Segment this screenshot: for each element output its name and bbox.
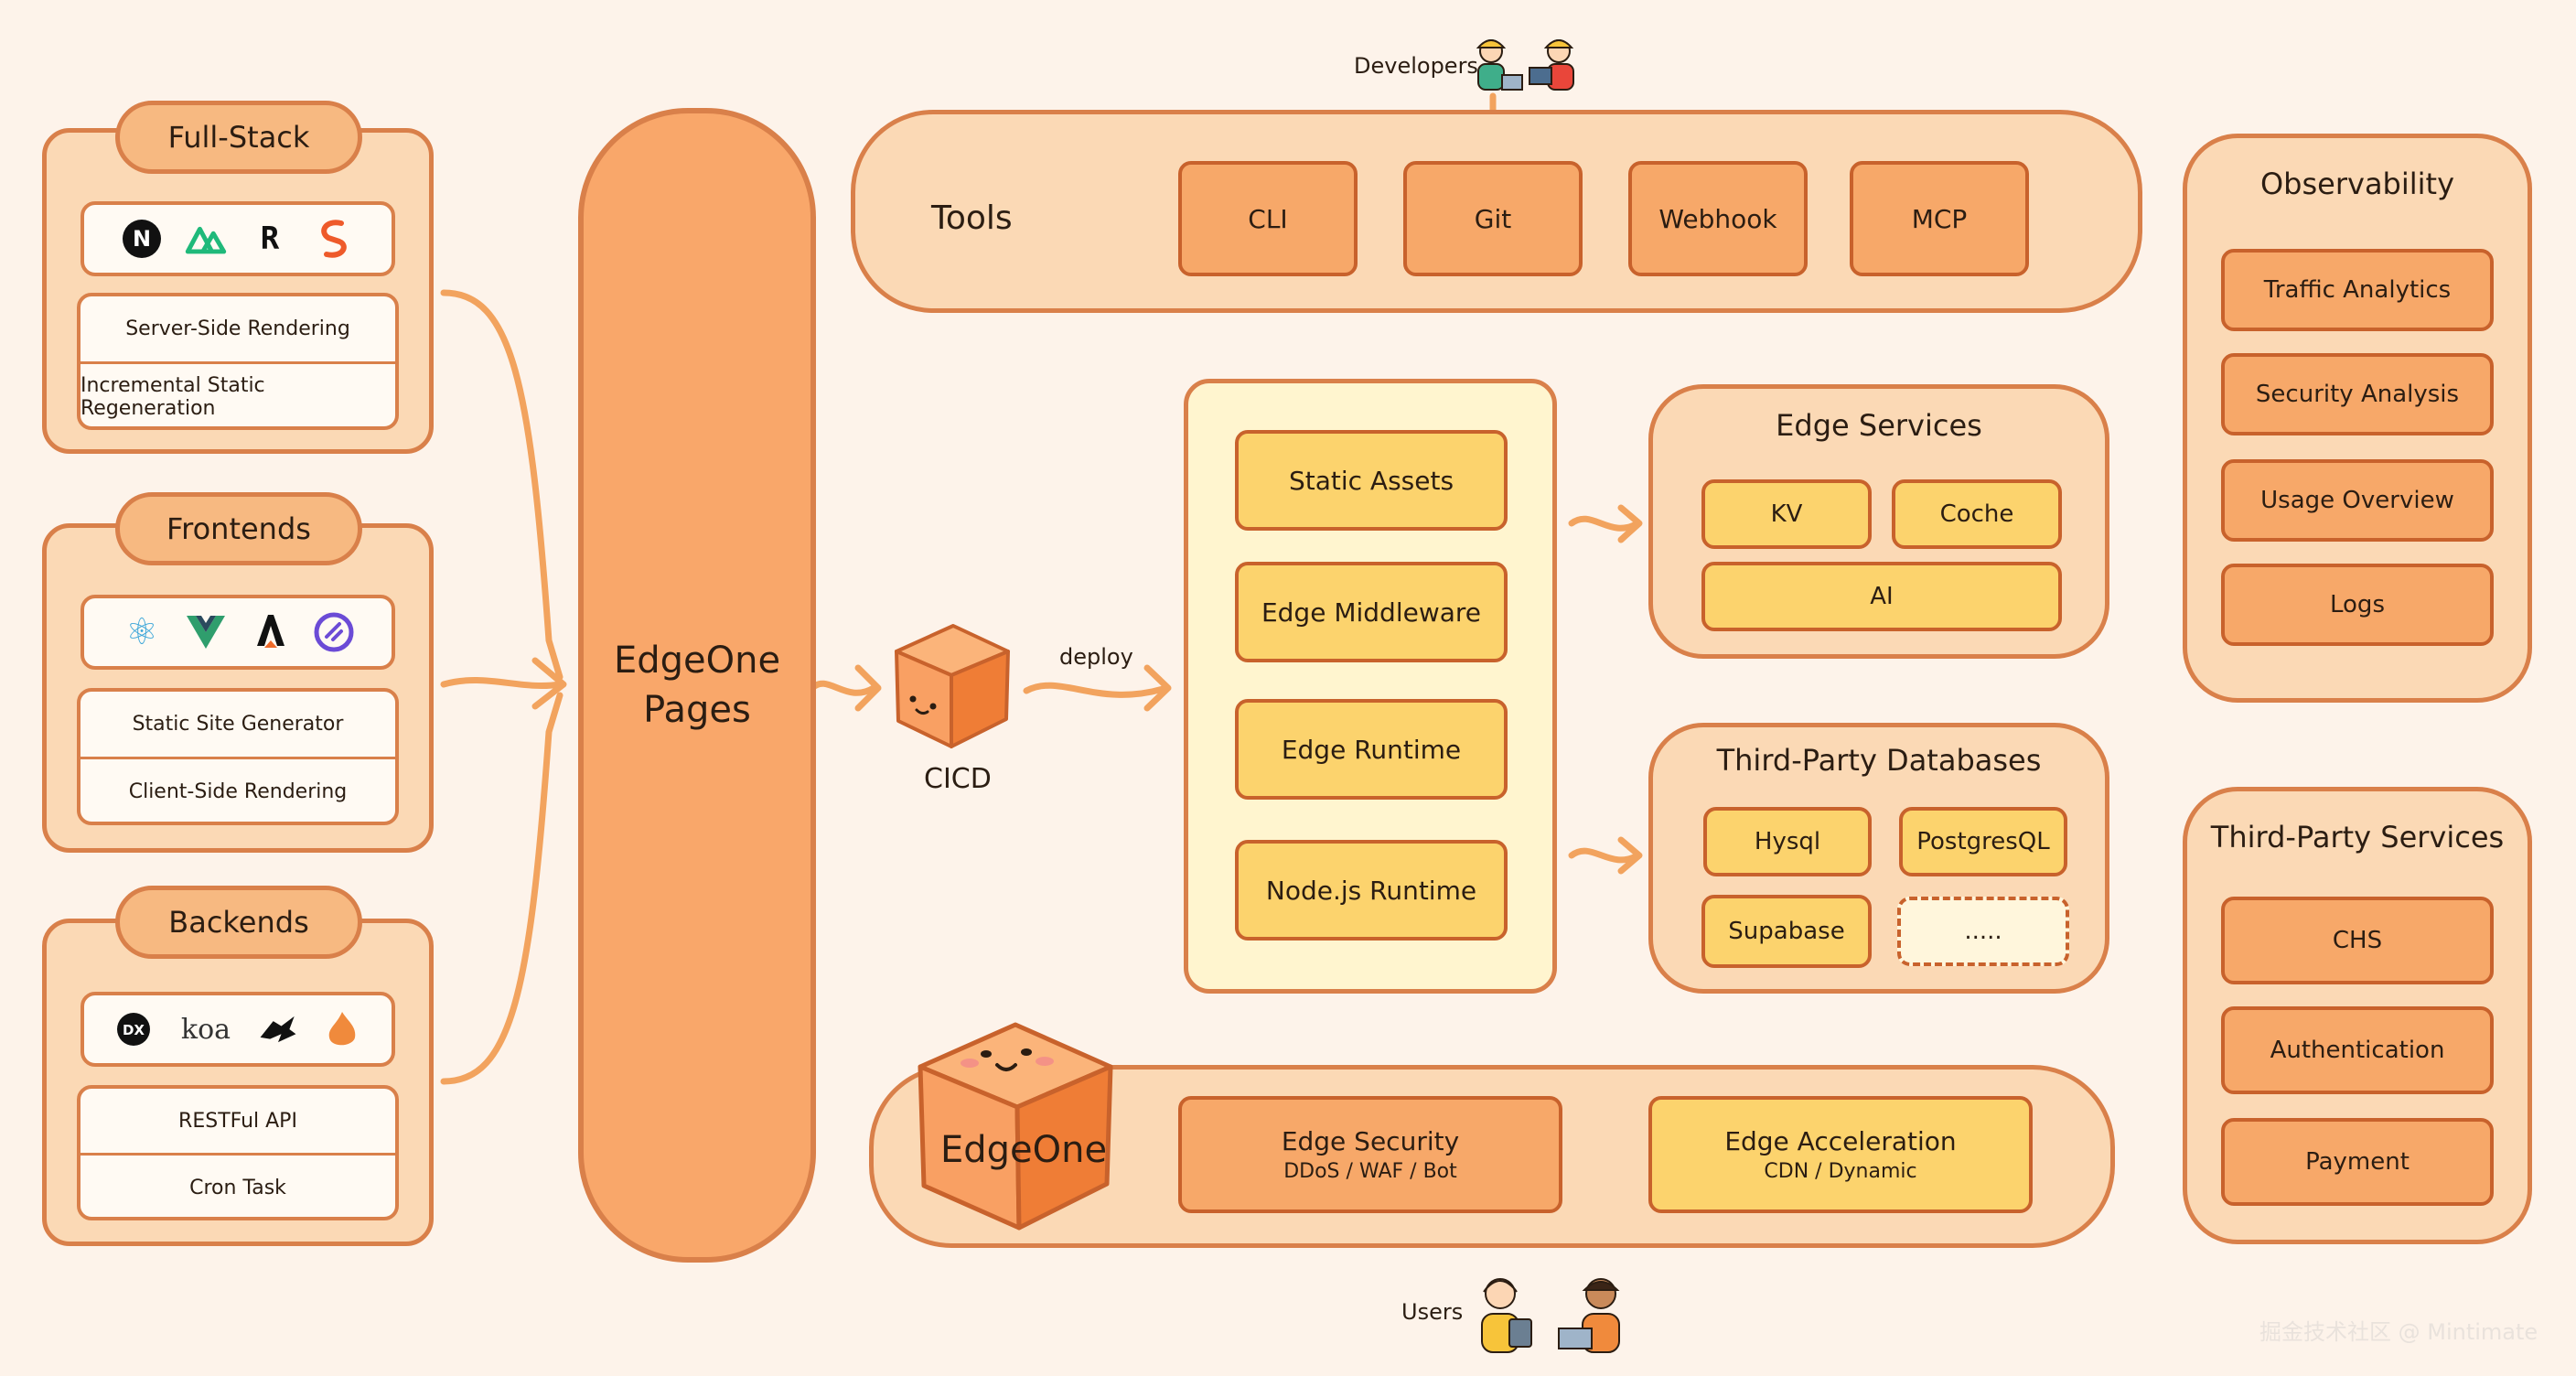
traffic-analytics-box: Traffic Analytics — [2221, 249, 2494, 331]
static-assets-box: Static Assets — [1235, 430, 1508, 531]
edge-security-box: Edge Security DDoS / WAF / Bot — [1178, 1096, 1562, 1213]
runtime-to-edge-services-arrow — [1568, 515, 1641, 532]
fullstack-title: Full-Stack — [115, 101, 362, 174]
developer-person-icon — [1476, 39, 1574, 91]
cache-box: Coche — [1892, 479, 2062, 549]
edge-middleware-box: Edge Middleware — [1235, 562, 1508, 662]
edgeone-pages-line2: Pages — [643, 689, 751, 731]
feature-ssg: Static Site Generator — [132, 713, 344, 736]
payment-box: Payment — [2221, 1118, 2494, 1206]
developers-label: Developers — [1354, 53, 1478, 79]
edge-acceleration-box: Edge Acceleration CDN / Dynamic — [1648, 1096, 2033, 1213]
feature-csr: Client-Side Rendering — [80, 757, 395, 824]
authentication-box: Authentication — [2221, 1006, 2494, 1094]
react-icon: ⚛ — [125, 611, 158, 653]
hono-icon — [257, 1008, 299, 1050]
third-party-services-title: Third-Party Services — [2210, 820, 2505, 855]
frontends-connector — [440, 677, 564, 690]
postgresql-box: PostgresQL — [1899, 807, 2067, 876]
nextjs-icon: N — [121, 218, 163, 260]
nodejs-runtime-box: Node.js Runtime — [1235, 840, 1508, 941]
usage-overview-box: Usage Overview — [2221, 459, 2494, 542]
edgeone-pages-line1: EdgeOne — [613, 640, 781, 682]
feature-restful-api: RESTFul API — [178, 1109, 297, 1133]
deploy-arrow — [1023, 682, 1170, 698]
feature-cron-task: Cron Task — [80, 1153, 395, 1220]
deploy-label: deploy — [1059, 644, 1133, 670]
svg-text:N: N — [133, 226, 151, 252]
mysql-box: Hysql — [1703, 807, 1872, 876]
edgeone-pages-column: EdgeOne Pages — [578, 108, 816, 1263]
tool-cli-button[interactable]: CLI — [1178, 161, 1358, 276]
dx-icon: DX — [113, 1008, 155, 1050]
edge-acceleration-subtitle: CDN / Dynamic — [1764, 1160, 1917, 1183]
security-analysis-box: Security Analysis — [2221, 353, 2494, 435]
backends-connector — [440, 692, 564, 1085]
edge-services-title: Edge Services — [1776, 408, 1982, 443]
users-label: Users — [1401, 1299, 1464, 1325]
feature-ssr: Server-Side Rendering — [125, 317, 350, 340]
logs-box: Logs — [2221, 564, 2494, 646]
astro-icon — [249, 611, 291, 653]
fullstack-logos: N R — [80, 201, 395, 276]
backends-features: RESTFul API Cron Task — [77, 1085, 399, 1220]
backends-title: Backends — [115, 886, 362, 959]
koa-icon: koa — [180, 1013, 231, 1046]
nuxt-icon — [185, 218, 227, 260]
tool-mcp-button[interactable]: MCP — [1850, 161, 2029, 276]
watermark: 掘金技术社区 @ Mintimate — [2259, 1319, 2538, 1345]
frontends-title: Frontends — [115, 492, 362, 565]
frontends-features: Static Site Generator Client-Side Render… — [77, 688, 399, 825]
fanin-arrowhead — [531, 657, 567, 710]
tools-label: Tools — [931, 199, 1013, 237]
fullstack-features: Server-Side Rendering Incremental Static… — [77, 293, 399, 430]
edgeone-cube-icon — [918, 1022, 1113, 1231]
edge-security-subtitle: DDoS / WAF / Bot — [1283, 1160, 1457, 1183]
more-databases-placeholder: ..... — [1897, 897, 2069, 966]
remix-icon: R — [260, 220, 280, 257]
edgeone-label: EdgeOne — [940, 1129, 1108, 1171]
edge-runtime-box: Edge Runtime — [1235, 699, 1508, 800]
ai-box: AI — [1701, 562, 2062, 631]
chs-box: CHS — [2221, 897, 2494, 984]
fire-icon — [321, 1008, 363, 1050]
vite-icon — [313, 611, 355, 653]
cicd-label: CICD — [924, 763, 992, 795]
tool-git-button[interactable]: Git — [1403, 161, 1583, 276]
databases-title: Third-Party Databases — [1716, 743, 2042, 778]
users-person-icon — [1481, 1278, 1620, 1353]
edge-security-title: Edge Security — [1281, 1126, 1460, 1156]
tool-webhook-button[interactable]: Webhook — [1628, 161, 1808, 276]
observability-title: Observability — [2259, 167, 2455, 201]
fullstack-connector — [440, 289, 564, 681]
feature-isr: Incremental Static Regeneration — [80, 361, 395, 429]
cicd-cube-icon — [895, 624, 1010, 748]
vue-icon — [185, 611, 227, 653]
runtime-to-databases-arrow — [1568, 847, 1641, 864]
svg-text:DX: DX — [123, 1022, 145, 1038]
svelte-icon — [313, 218, 355, 260]
kv-box: KV — [1701, 479, 1872, 549]
frontends-logos: ⚛ — [80, 595, 395, 670]
backends-logos: DX koa — [80, 992, 395, 1067]
supabase-box: Supabase — [1701, 895, 1872, 968]
pages-to-cicd-arrow — [809, 680, 877, 696]
edge-acceleration-title: Edge Acceleration — [1724, 1126, 1957, 1156]
